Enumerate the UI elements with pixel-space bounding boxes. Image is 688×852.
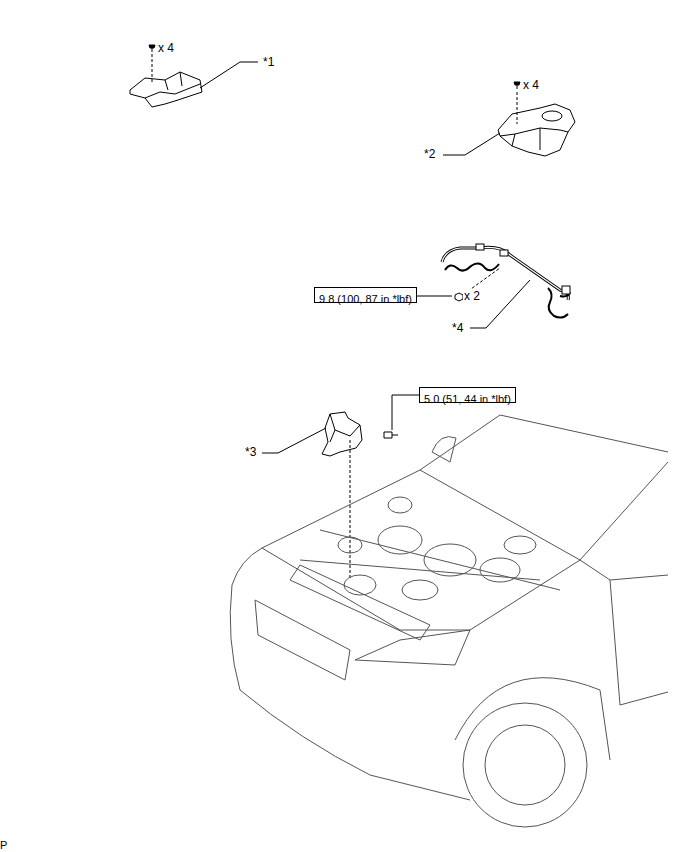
- wire-harness: [417, 244, 570, 328]
- callout-number: *2: [423, 147, 436, 161]
- quantity-mark: x 4: [522, 78, 540, 92]
- quantity-mark: x 2: [463, 289, 481, 303]
- quantity-mark: x 4: [157, 41, 175, 55]
- torque-box: 5.0 (51, 44 in.*lbf): [419, 387, 516, 403]
- torque-value: 9.8 (100, 87 in.*lbf): [319, 293, 412, 305]
- callout-number: *4: [451, 321, 464, 335]
- vehicle-outline: [230, 415, 668, 827]
- torque-value: 5.0 (51, 44 in.*lbf): [424, 393, 511, 405]
- page-mark: P: [0, 838, 7, 852]
- engine-cover-1: [130, 45, 258, 107]
- bracket: [262, 395, 419, 580]
- engine-cover-2: [443, 82, 575, 156]
- torque-box: 9.8 (100, 87 in.*lbf): [314, 287, 417, 303]
- callout-number: *3: [244, 445, 257, 459]
- callout-number: *1: [262, 55, 275, 69]
